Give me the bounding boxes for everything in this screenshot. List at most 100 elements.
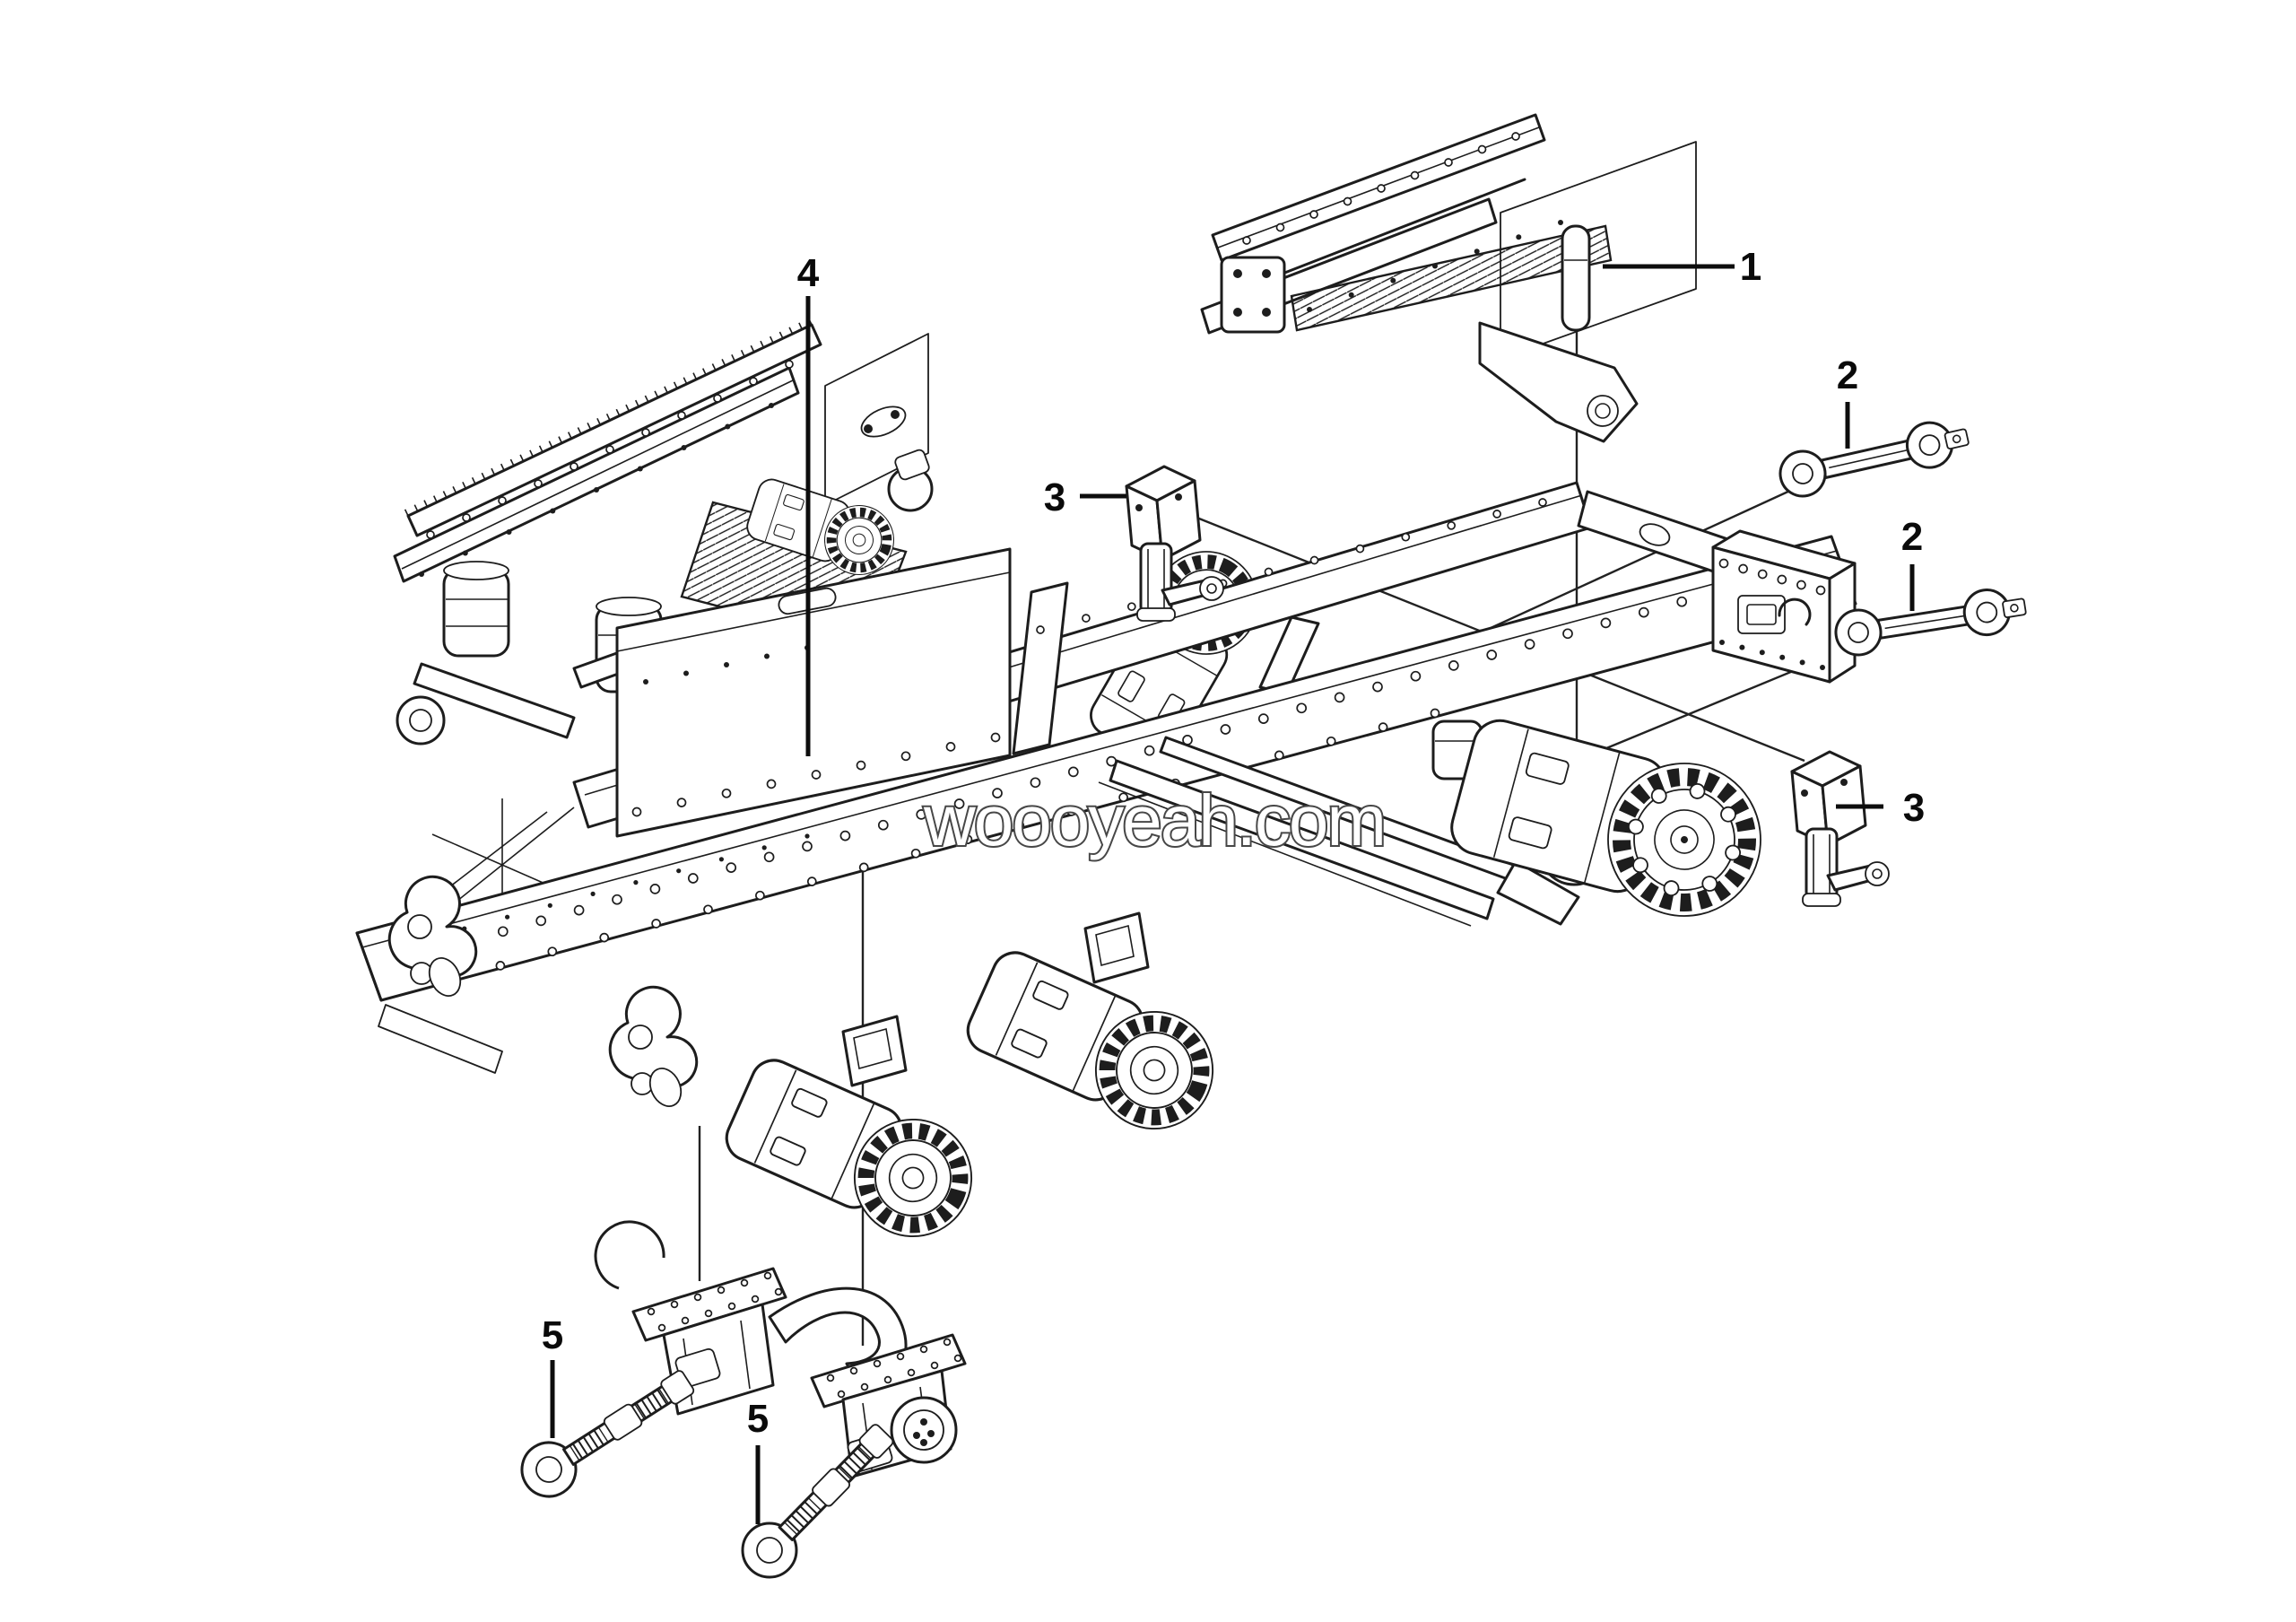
rivet-hole (1307, 307, 1312, 312)
rivet-hole (740, 1278, 749, 1287)
rivet-hole (1600, 617, 1612, 629)
callout-1-label: 1 (1740, 245, 1761, 289)
rivet-hole (573, 904, 585, 916)
serration-tick (798, 322, 804, 330)
rivet-hole (804, 833, 810, 839)
watermark-text: woooyeah.com (923, 780, 1385, 860)
rivet-hole (713, 394, 722, 403)
rivet-hole (1558, 220, 1563, 225)
serration-tick (692, 372, 698, 380)
part1-front-suspension-assembly (1200, 113, 1697, 443)
spring-hanger-brackets (841, 911, 1150, 1087)
rivet-hole (687, 873, 699, 884)
serration-tick (634, 399, 639, 407)
serration-tick (404, 509, 409, 517)
rivet-hole (1638, 606, 1649, 618)
serration-tick (625, 404, 631, 412)
rivet-hole (1030, 777, 1041, 789)
callout-3b-label: 3 (1903, 786, 1925, 830)
crossmember-rung (1012, 581, 1069, 755)
rivet-hole (704, 1309, 713, 1318)
rivet-hole (1448, 660, 1459, 671)
rivet-hole (1242, 236, 1251, 245)
serration-tick (558, 436, 563, 444)
callout-5b-label: 5 (747, 1397, 769, 1441)
rivet-hole (990, 732, 1001, 743)
serration-tick (721, 359, 726, 366)
rivet-hole (1815, 585, 1826, 596)
rivet-hole (419, 571, 424, 577)
part3-link-right (1790, 750, 1891, 908)
callout-4-label: 4 (797, 251, 820, 295)
front-crossmember (1577, 490, 1857, 684)
air-spring (442, 561, 510, 658)
shock-absorber (1561, 224, 1591, 332)
rivet-hole (806, 876, 817, 886)
rivet-hole (1779, 654, 1786, 660)
rivet-hole (839, 830, 851, 842)
rivet-hole (1516, 234, 1522, 240)
rivet-hole (877, 819, 889, 831)
serration-tick (491, 467, 496, 475)
rivet-hole (1348, 292, 1354, 298)
rivet-hole (1562, 628, 1573, 640)
serration-tick (452, 486, 457, 493)
serration-tick (683, 377, 688, 385)
rivet-hole (849, 1366, 858, 1375)
rivet-hole (631, 807, 642, 817)
rivet-hole (726, 862, 737, 873)
near-rail (355, 498, 1857, 1002)
rivet-hole (594, 487, 599, 493)
rivet-hole (570, 462, 578, 471)
rivet-hole (633, 880, 639, 885)
rivet-hole (462, 550, 468, 556)
rivet-hole (1474, 249, 1480, 255)
serration-tick (423, 500, 429, 508)
callout-labels: 1 2 2 3 3 4 5 5 (542, 245, 1925, 1441)
callout-2a-label: 2 (1837, 353, 1858, 397)
rivet-hole (883, 1375, 892, 1384)
rivet-hole (749, 377, 758, 386)
rivet-hole (837, 1390, 846, 1399)
rivet-hole (1401, 532, 1411, 542)
rivet-hole (1757, 569, 1768, 580)
rivet-hole (657, 1323, 666, 1332)
rivet-hole (953, 798, 965, 809)
rivet-hole (943, 1338, 952, 1347)
rivet-hole (703, 904, 713, 915)
rivet-hole (763, 851, 775, 863)
rivet-hole (647, 1307, 656, 1316)
rivet-hole (676, 798, 687, 807)
rivet-hole (505, 914, 510, 920)
rivet-hole (1220, 724, 1231, 735)
callout-3a-label: 3 (1044, 475, 1065, 519)
rivet-hole (506, 529, 512, 535)
rivet-hole (751, 1295, 760, 1304)
rivet-hole (858, 862, 869, 873)
rivet-hole (1378, 722, 1388, 732)
rivet-hole (919, 1345, 928, 1354)
rivet-hole (1390, 277, 1396, 283)
rivet-hole (1326, 736, 1336, 746)
serration-tick (481, 472, 486, 480)
rivet-hole (612, 894, 622, 905)
rivet-hole (802, 841, 813, 852)
rivet-hole (1777, 574, 1787, 585)
rivet-hole (1126, 602, 1136, 612)
part2-torque-rod-a (1774, 413, 1974, 502)
serration-tick (596, 417, 602, 425)
part5-reaction-rod-a (510, 1356, 704, 1508)
serration-tick (567, 432, 572, 440)
rivet-hole (676, 868, 682, 874)
axle-saddle-assembly (594, 1220, 967, 1478)
leaf-spring-pack (1290, 224, 1613, 332)
rivet-hole (1676, 596, 1688, 607)
rivet-hole (755, 890, 765, 901)
rivet-hole (1144, 745, 1155, 756)
rivet-hole (1275, 222, 1285, 232)
serration-tick (529, 449, 535, 458)
rivet-hole (1066, 807, 1077, 816)
rivet-hole (495, 961, 506, 971)
serration-tick (413, 504, 419, 512)
